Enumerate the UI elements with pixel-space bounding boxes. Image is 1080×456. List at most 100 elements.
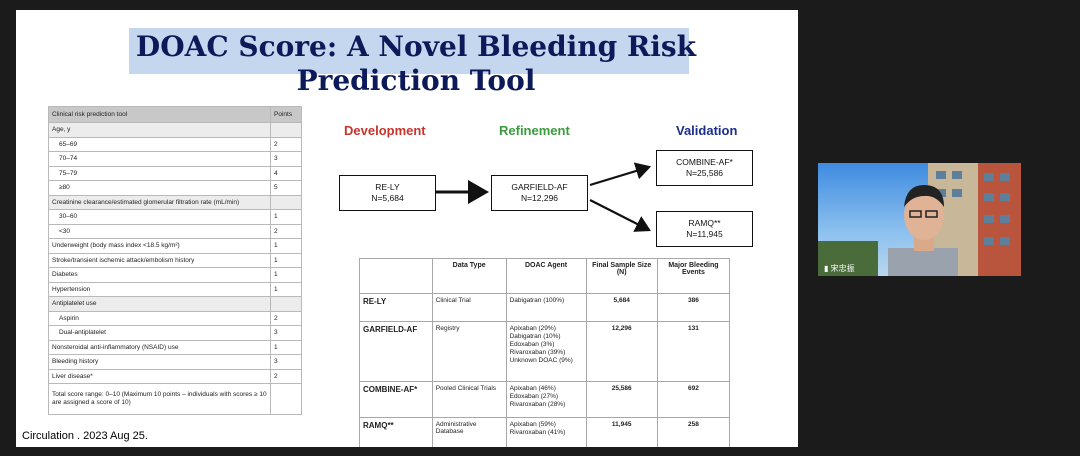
cohort-data-type: Clinical Trial (431, 293, 507, 322)
cohort-table-header-cell: Major Bleeding Events (656, 258, 731, 294)
participant-name: 宋忠振 (830, 264, 855, 273)
cohort-bleeding-events: 386 (656, 293, 731, 322)
risk-factor-label: Liver disease* (48, 368, 271, 384)
person-face (904, 190, 944, 240)
cohort-study-name: COMBINE-AF* (359, 381, 433, 418)
box-ramq: RAMQ** N=11,945 (656, 211, 753, 247)
cohort-data-type: Administrative Database (431, 417, 507, 447)
box-combine: COMBINE-AF* N=25,586 (656, 150, 753, 186)
risk-factor-label: Aspirin (48, 310, 271, 326)
risk-factor-label: Underweight (body mass index <18.5 kg/m²… (48, 238, 271, 254)
risk-table-header-points: Points (270, 106, 302, 123)
risk-factor-points: 1 (270, 267, 302, 283)
risk-table-row: Creatinine clearance/estimated glomerula… (48, 194, 302, 210)
stage-development-label: Development (344, 123, 426, 138)
arrow-garfield-ramq (589, 199, 651, 232)
presentation-slide: DOAC Score: A Novel Bleeding Risk Predic… (16, 10, 798, 447)
risk-factor-points (270, 122, 302, 138)
person-shirt (888, 248, 958, 276)
risk-table-row: Age, y (48, 122, 302, 138)
risk-table-total-points (270, 383, 302, 415)
doac-agent-entry: Apixaban (46%) (509, 385, 556, 392)
risk-factor-label: 70–74 (48, 151, 271, 167)
box-rely-n: N=5,684 (371, 193, 404, 203)
cohort-bleeding-events: 258 (656, 417, 731, 447)
risk-factor-points: 4 (270, 165, 302, 181)
doac-agent-entry: Rivaroxaban (41%) (509, 429, 566, 436)
box-rely-name: RE-LY (375, 182, 400, 192)
box-garfield-n: N=12,296 (520, 193, 559, 203)
cohort-sample-size: 25,586 (585, 381, 658, 418)
risk-table-row: Liver disease*2 (48, 368, 302, 384)
box-ramq-name: RAMQ** (688, 218, 721, 228)
cohort-bleeding-events: 131 (656, 321, 731, 382)
box-ramq-n: N=11,945 (686, 229, 723, 239)
doac-agent-entry: Rivaroxaban (28%) (509, 401, 566, 408)
risk-table-row: Nonsteroidal anti-inflammatory (NSAID) u… (48, 339, 302, 355)
cohort-study-name: RAMQ** (359, 417, 433, 447)
risk-factor-points: 3 (270, 325, 302, 341)
slide-title: DOAC Score: A Novel Bleeding Risk Predic… (135, 30, 697, 97)
box-garfield: GARFIELD-AF N=12,296 (491, 175, 588, 211)
risk-factor-points: 2 (270, 136, 302, 152)
cohort-study-name: RE-LY (359, 293, 433, 322)
risk-table-total-row: Total score range: 0–10 (Maximum 10 poin… (48, 383, 302, 415)
risk-factor-points: 1 (270, 209, 302, 225)
cohort-data-type: Registry (431, 321, 507, 382)
risk-factor-points: 1 (270, 281, 302, 297)
cohort-doac-agents: Apixaban (29%)Dabigatran (10%)Edoxaban (… (505, 321, 587, 382)
risk-factor-points: 1 (270, 238, 302, 254)
arrow-garfield-combine (589, 162, 652, 187)
risk-factor-label: ≥80 (48, 180, 271, 196)
risk-factor-points (270, 296, 302, 312)
risk-factor-points (270, 194, 302, 210)
cohort-table-header-cell (359, 258, 433, 294)
doac-agent-entry: Edoxaban (27%) (509, 393, 559, 400)
doac-agent-entry: Apixaban (29%) (509, 325, 556, 332)
risk-table-header: Clinical risk prediction tool Points (48, 106, 302, 123)
risk-factor-label: Bleeding history (48, 354, 271, 370)
cohort-sample-size: 5,684 (585, 293, 658, 322)
risk-factor-label: Creatinine clearance/estimated glomerula… (48, 194, 271, 210)
risk-score-table: Clinical risk prediction tool Points Age… (48, 106, 302, 415)
risk-table-header-tool: Clinical risk prediction tool (48, 106, 271, 123)
box-garfield-name: GARFIELD-AF (511, 182, 568, 192)
cohort-sample-size: 12,296 (585, 321, 658, 382)
risk-factor-label: 75–79 (48, 165, 271, 181)
risk-table-row: Stroke/transient ischemic attack/embolis… (48, 252, 302, 268)
cohort-sample-size: 11,945 (585, 417, 658, 447)
cohort-table-header-cell: Final Sample Size (N) (585, 258, 658, 294)
risk-table-row: Underweight (body mass index <18.5 kg/m²… (48, 238, 302, 254)
doac-agent-entry: Dabigatran (100%) (509, 297, 565, 304)
doac-agent-entry: Edoxaban (3%) (509, 341, 555, 348)
doac-agent-entry: Apixaban (59%) (509, 421, 556, 428)
doac-agent-entry: Unknown DOAC (9%) (509, 357, 573, 364)
box-combine-name: COMBINE-AF* (676, 157, 733, 167)
risk-table-row: Antiplatelet use (48, 296, 302, 312)
cohort-doac-agents: Apixaban (46%)Edoxaban (27%)Rivaroxaban … (505, 381, 587, 418)
webcam-video[interactable]: ▮ 宋忠振 (818, 163, 1021, 276)
stage-validation-label: Validation (676, 123, 738, 138)
risk-factor-label: 30–60 (48, 209, 271, 225)
risk-table-total-note: Total score range: 0–10 (Maximum 10 poin… (48, 383, 271, 415)
box-combine-n: N=25,586 (685, 168, 724, 178)
risk-factor-points: 1 (270, 252, 302, 268)
citation: Circulation . 2023 Aug 25. (22, 430, 148, 442)
risk-factor-points: 3 (270, 354, 302, 370)
risk-factor-points: 2 (270, 368, 302, 384)
